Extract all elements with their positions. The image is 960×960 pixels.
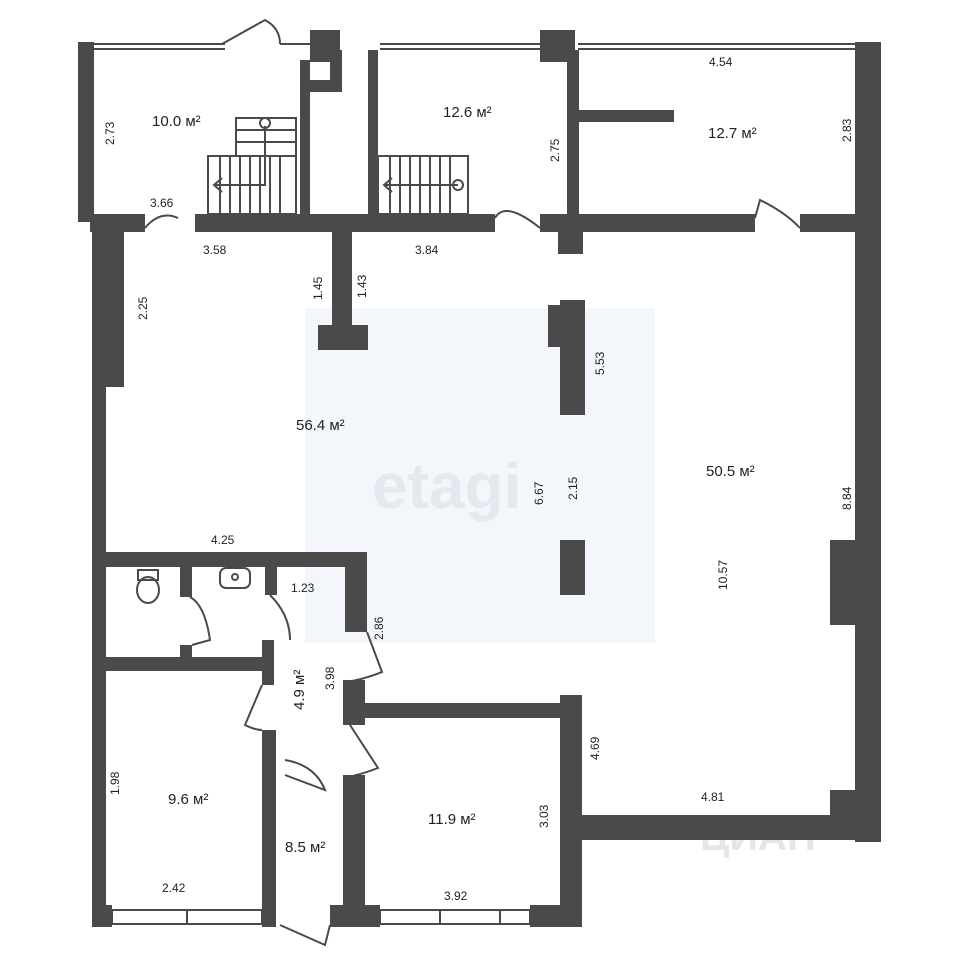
dim-label: 3.92 — [444, 889, 468, 903]
dim-label: 10.57 — [716, 560, 730, 590]
door-arc-room2 — [342, 724, 380, 779]
door-arc-room3 — [284, 759, 327, 792]
outer-walls — [78, 42, 881, 927]
upper-interior-walls — [90, 50, 860, 595]
dim-label: 8.84 — [840, 486, 854, 510]
dim-label: 2.73 — [103, 121, 117, 145]
dim-label: 3.66 — [150, 196, 174, 210]
dim-label: 3.03 — [537, 804, 551, 828]
dim-label: 4.69 — [588, 736, 602, 760]
sink-icon — [219, 567, 251, 589]
staircase-right — [377, 155, 469, 215]
staircase-left — [207, 117, 297, 215]
room-area-9-6: 9.6 м² — [168, 791, 208, 808]
room-area-56-4: 56.4 м² — [296, 417, 345, 434]
dim-label: 2.75 — [548, 138, 562, 162]
room-area-8-5: 8.5 м² — [285, 839, 325, 856]
room-area-4-9: 4.9 м² — [291, 670, 308, 710]
room-area-50-5: 50.5 м² — [706, 463, 755, 480]
room-area-11-9: 11.9 м² — [428, 811, 476, 828]
dim-label: 2.15 — [566, 476, 580, 500]
dim-label: 4.54 — [709, 55, 733, 69]
dim-label: 1.45 — [311, 276, 325, 300]
room-area-12-6: 12.6 м² — [443, 104, 492, 121]
entrance-door-arc — [221, 18, 281, 45]
door-arc-room1 — [243, 684, 263, 731]
dim-label: 3.58 — [203, 243, 227, 257]
top-windows — [94, 43, 855, 50]
door-arc-bottom — [279, 924, 331, 947]
door-arc-sink — [269, 594, 291, 641]
dim-label: 4.81 — [701, 790, 725, 804]
door-arc-hall — [344, 631, 384, 683]
door-arc-2 — [494, 209, 541, 229]
room-area-12-7: 12.7 м² — [708, 125, 757, 142]
dim-label: 2.83 — [840, 118, 854, 142]
bottom-windows — [111, 909, 531, 925]
toilet-icon — [136, 569, 160, 604]
dim-label: 2.86 — [372, 616, 386, 640]
dim-label: 1.43 — [355, 274, 369, 298]
door-arc-1 — [144, 214, 179, 229]
dim-label: 2.25 — [136, 296, 150, 320]
dim-label: 1.98 — [108, 771, 122, 795]
dim-label: 4.25 — [211, 533, 235, 547]
dim-label: 3.98 — [323, 666, 337, 690]
lower-interior-walls — [92, 552, 565, 927]
door-arc-3 — [754, 198, 801, 229]
dim-label: 3.84 — [415, 243, 439, 257]
dim-label: 6.67 — [532, 481, 546, 505]
watermark-etagi: etagi — [372, 450, 521, 522]
dim-label: 2.42 — [162, 881, 186, 895]
dim-label: 1.23 — [291, 581, 315, 595]
door-arc-wc — [189, 596, 212, 646]
dim-label: 5.53 — [593, 351, 607, 375]
room-area-10: 10.0 м² — [152, 113, 201, 130]
